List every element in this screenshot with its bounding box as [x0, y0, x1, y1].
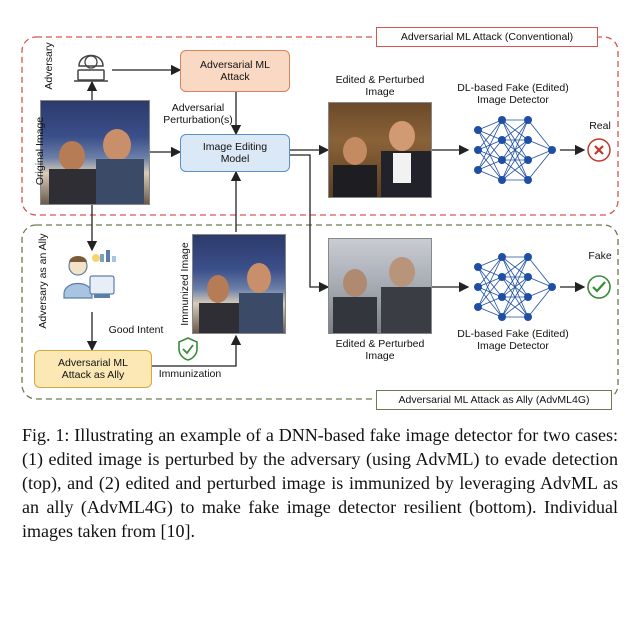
region-top-label: Adversarial ML Attack (Conventional) — [376, 27, 598, 47]
immunized-image-photo — [192, 234, 286, 334]
real-label: Real — [589, 120, 611, 132]
neural-network-icon-top — [470, 112, 560, 188]
region-top-border — [21, 36, 619, 216]
immunized-image-label: Immunized Image — [179, 242, 191, 326]
neural-network-icon-bottom — [470, 249, 560, 325]
original-image-label: Original Image — [34, 116, 46, 186]
detector-top-label: DL-based Fake (Edited) Image Detector — [457, 82, 569, 106]
adversary-label: Adversary — [43, 42, 55, 90]
arrow-editing-to-edited-bottom — [290, 154, 330, 293]
helper-person-icon — [60, 250, 124, 312]
shield-check-icon — [176, 336, 200, 362]
figure-caption: Fig. 1: Illustrating an example of a DNN… — [22, 425, 618, 541]
image-editing-model-box: Image Editing Model — [180, 134, 290, 172]
edited-perturbed-bottom-label: Edited & Perturbed Image — [335, 338, 425, 362]
edited-perturbed-top-photo — [328, 102, 432, 198]
immunization-label: Immunization — [158, 368, 222, 380]
adversarial-ml-attack-ally-box: Adversarial ML Attack as Ally — [34, 350, 152, 388]
adversarial-perturbations-label: Adversarial Perturbation(s) — [163, 102, 233, 126]
adversary-as-ally-label: Adversary as an Ally — [37, 233, 49, 329]
check-circle-icon — [586, 274, 612, 300]
detector-bottom-label: DL-based Fake (Edited) Image Detector — [457, 328, 569, 352]
arrow-ally-to-immunized — [152, 334, 242, 367]
x-circle-icon — [586, 137, 612, 163]
edited-perturbed-top-label: Edited & Perturbed Image — [335, 74, 425, 98]
good-intent-label: Good Intent — [108, 324, 164, 336]
fake-label: Fake — [588, 250, 612, 262]
adversarial-ml-attack-box: Adversarial ML Attack — [180, 50, 290, 92]
region-bottom-label: Adversarial ML Attack as Ally (AdvML4G) — [376, 390, 612, 410]
hacker-icon — [70, 44, 112, 84]
original-image-photo — [40, 100, 150, 205]
diagram-connectors — [21, 36, 619, 400]
edited-perturbed-bottom-photo — [328, 238, 432, 334]
region-bottom-border — [21, 224, 619, 400]
